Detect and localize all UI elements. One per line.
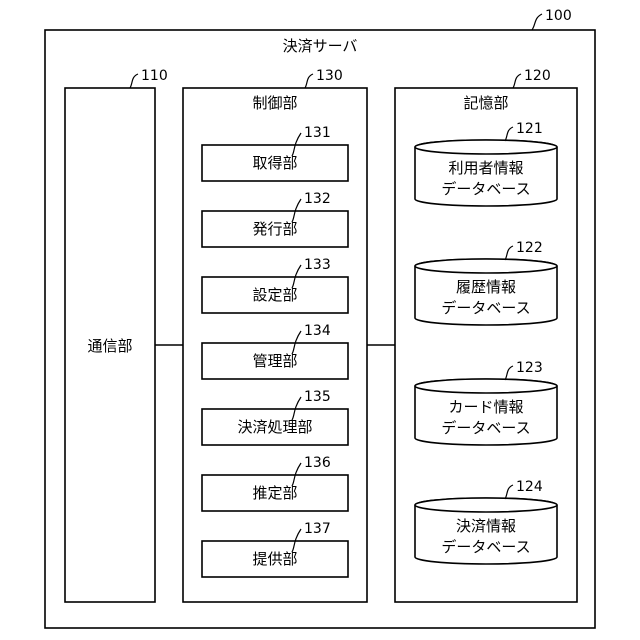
- storage-ref: 120: [524, 68, 551, 84]
- module-ref: 136: [304, 455, 331, 471]
- module-label: 発行部: [252, 220, 297, 238]
- database-ref: 121: [516, 121, 543, 137]
- module-label: 推定部: [252, 484, 297, 502]
- server-ref: 100: [545, 8, 572, 24]
- database-label-line2: データベース: [441, 299, 530, 317]
- module-ref: 134: [304, 323, 331, 339]
- module-label: 管理部: [252, 352, 297, 370]
- server-title: 決済サーバ: [283, 37, 358, 55]
- module-label: 設定部: [252, 286, 297, 304]
- database-label-line1: 履歴情報: [456, 278, 516, 296]
- database-cylinder-top: [415, 379, 557, 393]
- control-unit-label: 制御部: [252, 94, 297, 112]
- module-label: 提供部: [252, 550, 297, 568]
- module-ref: 131: [304, 125, 331, 141]
- module-label: 決済処理部: [237, 418, 312, 436]
- database-label-line2: データベース: [441, 419, 530, 437]
- server-ref-leader: [532, 14, 542, 30]
- database-ref: 123: [516, 360, 543, 376]
- database-label-line1: 決済情報: [456, 517, 516, 535]
- database-cylinder-top: [415, 498, 557, 512]
- database-label-line1: 利用者情報: [448, 159, 523, 177]
- database-label-line2: データベース: [441, 538, 530, 556]
- database-label-line1: カード情報: [448, 398, 523, 416]
- module-ref: 135: [304, 389, 331, 405]
- storage-unit-label: 記憶部: [463, 94, 508, 112]
- control-ref: 130: [316, 68, 343, 84]
- module-ref: 132: [304, 191, 331, 207]
- database-cylinder-top: [415, 140, 557, 154]
- database-ref: 122: [516, 240, 543, 256]
- database-label-line2: データベース: [441, 180, 530, 198]
- communication-unit-label: 通信部: [87, 337, 132, 355]
- module-ref: 137: [304, 521, 331, 537]
- module-label: 取得部: [252, 154, 297, 172]
- database-ref: 124: [516, 479, 543, 495]
- communication-ref: 110: [141, 68, 168, 84]
- database-cylinder-top: [415, 259, 557, 273]
- module-ref: 133: [304, 257, 331, 273]
